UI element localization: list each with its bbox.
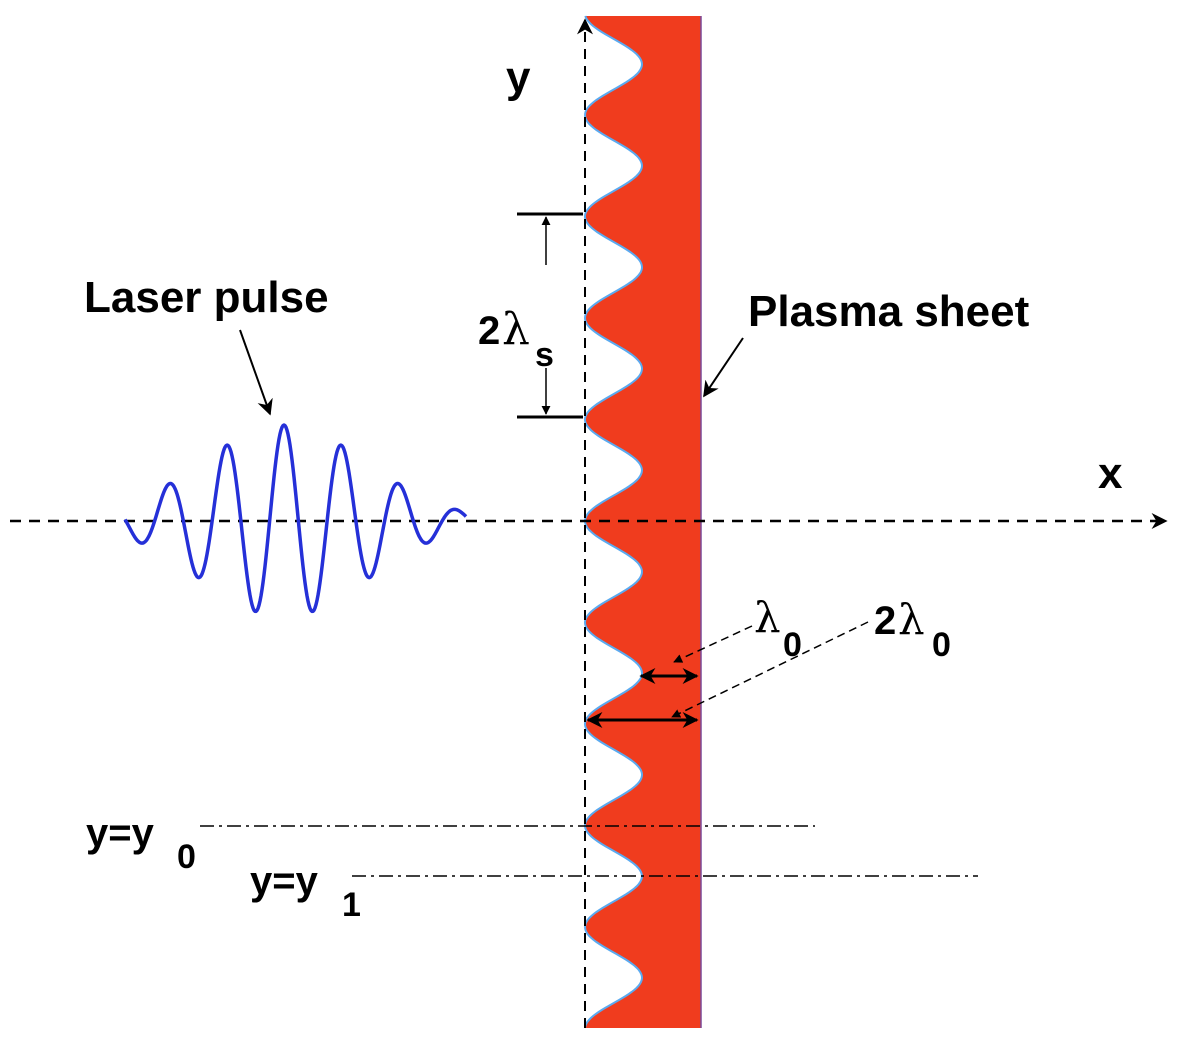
period-label-coef: 2 [478, 309, 500, 353]
y1-label: y=y 1 [250, 859, 361, 924]
y1-label-sub: 1 [342, 886, 361, 924]
laser-pulse-wave [123, 423, 468, 614]
axis-y-label: y [506, 53, 531, 102]
laser-pulse-label: Laser pulse [84, 273, 329, 322]
y0-label-sub: 0 [177, 838, 196, 876]
lambda0-label: λ 0 [754, 593, 802, 664]
y1-label-eq: y=y [250, 859, 319, 903]
two-lambda0-label-symbol: λ [898, 595, 925, 644]
lambda0-leader [673, 625, 753, 663]
two-lambda0-label: 2 λ 0 [874, 595, 951, 664]
period-label-sub: s [535, 336, 554, 374]
two-lambda0-leader [671, 621, 869, 718]
plasma-sheet-pointer [703, 337, 744, 398]
lambda0-label-symbol: λ [754, 593, 781, 642]
lambda0-label-sub: 0 [783, 626, 802, 664]
laser-pulse-pointer [239, 329, 273, 416]
axis-x-label: x [1098, 449, 1123, 498]
plasma-sheet-label: Plasma sheet [748, 287, 1030, 336]
period-label: 2 λ s [478, 304, 554, 374]
two-lambda0-label-sub: 0 [932, 626, 951, 664]
period-label-symbol: λ [502, 304, 530, 355]
y0-label: y=y 0 [86, 811, 196, 876]
y0-label-eq: y=y [86, 811, 155, 855]
two-lambda0-label-coef: 2 [874, 599, 896, 643]
